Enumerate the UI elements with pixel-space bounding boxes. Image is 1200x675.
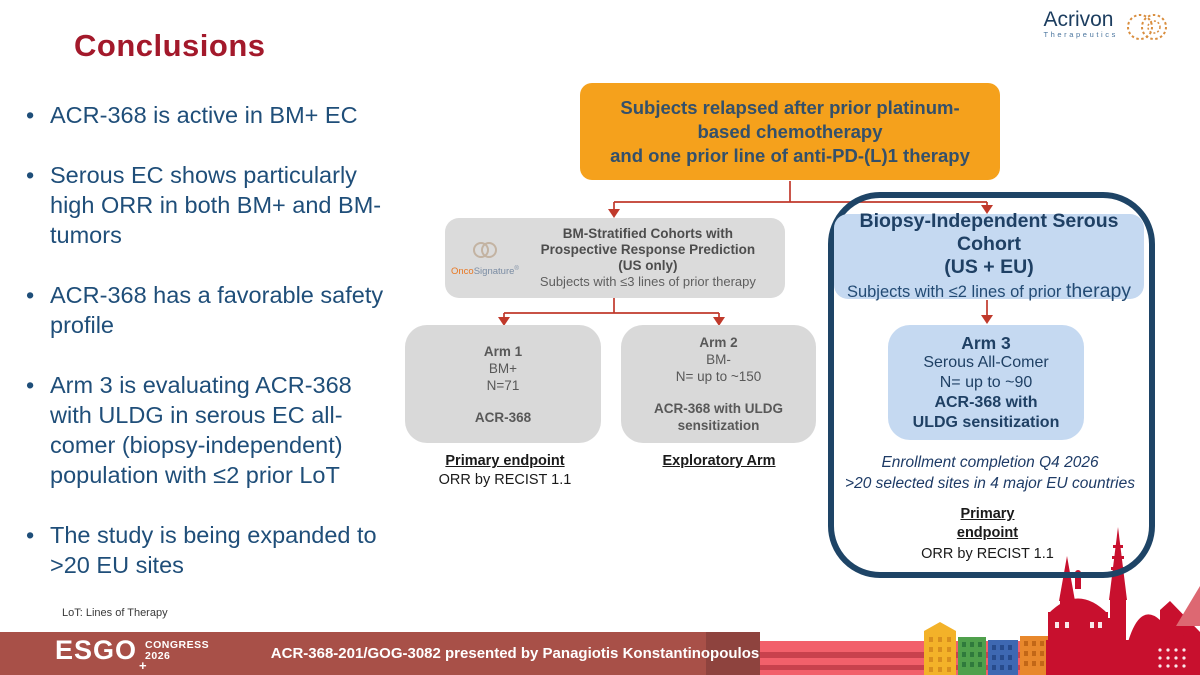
page-title: Conclusions [74, 28, 266, 63]
arm3-note-1: Enrollment completion Q4 2026 [881, 454, 1099, 471]
acrivon-logo-name: Acrivon [1043, 8, 1114, 31]
arm3-n: N= up to ~90 [939, 373, 1033, 391]
footnote: LoT: Lines of Therapy [62, 607, 168, 619]
bm-box-title-1: BM-Stratified Cohorts with [562, 226, 734, 241]
arm3-note-2: >20 selected sites in 4 major EU countri… [845, 475, 1135, 492]
esgo-logo: ESGO + CONGRESS 2026 [55, 635, 210, 674]
acrivon-logo: Acrivon Therapeutics [1043, 8, 1172, 46]
esgo-congress-year: 2026 [145, 650, 171, 662]
bullet-marker: • [26, 162, 35, 188]
bm-stratified-box: OncoSignature® BM-Stratified Cohorts wit… [445, 218, 785, 298]
arm2-box: Arm 2 BM- N= up to ~150 ACR-368 with ULD… [621, 325, 816, 443]
oncosignature-logo-onco: Onco [451, 266, 474, 278]
bullet-text: Arm 3 is evaluating ACR-368 with ULDG in… [50, 372, 352, 488]
acrivon-circles-icon [1127, 14, 1167, 40]
bm-box-title-3: (US only) [618, 258, 678, 273]
arm1-box: Arm 1 BM+ N=71 ACR-368 [405, 325, 601, 443]
serous-box-subtitle: Subjects with ≤2 lines of prior [846, 283, 1067, 301]
presentation-credit: ACR-368-201/GOG-3082 presented by Panagi… [270, 645, 760, 662]
serous-cohort-container [828, 192, 1155, 578]
bullet-item: • Serous EC shows particularly high ORR … [26, 160, 394, 250]
esgo-congress-label: CONGRESS [145, 639, 210, 651]
oncosignature-logo-signature: Signature [473, 266, 515, 278]
arm2-population: BM- [706, 352, 731, 367]
registered-mark: ® [514, 265, 519, 272]
footer-banner [0, 632, 760, 675]
bullet-item: • ACR-368 has a favorable safety profile [26, 280, 394, 340]
arm1-drug: ACR-368 [474, 409, 532, 425]
bullet-marker: • [26, 522, 35, 548]
conclusion-bullets: • ACR-368 is active in BM+ EC • Serous E… [26, 100, 394, 610]
arm3-endpoint-value: ORR by RECIST 1.1 [921, 546, 1054, 562]
bm-box-subtitle: Subjects with ≤3 lines of prior therapy [539, 274, 756, 289]
arm3-drug-2: ULDG sensitization [912, 413, 1060, 431]
arm1-endpoint-label: Primary endpoint [445, 453, 565, 469]
esgo-plus-icon: + [139, 658, 147, 673]
arm1-n: N=71 [486, 377, 520, 393]
bullet-text: Serous EC shows particularly high ORR in… [50, 162, 382, 248]
bm-box-title-2: Prospective Response Prediction [540, 242, 756, 257]
arm3-endpoint: Primary endpoint ORR by RECIST 1.1 [900, 505, 1075, 564]
arm1-endpoint-value: ORR by RECIST 1.1 [438, 472, 572, 488]
arm3-name: Arm 3 [961, 332, 1011, 353]
bullet-text: The study is being expanded to >20 EU si… [50, 522, 377, 578]
arm2-drug: ACR-368 with ULDG sensitization [653, 401, 783, 433]
arm3-box: Arm 3 Serous All-Comer N= up to ~90 ACR-… [888, 325, 1084, 440]
arm2-endpoint: Exploratory Arm [625, 452, 813, 471]
bullet-item: • ACR-368 is active in BM+ EC [26, 100, 394, 130]
bullet-text: ACR-368 is active in BM+ EC [50, 102, 358, 128]
serous-box-title-2: (US + EU) [944, 256, 1034, 278]
bullet-text: ACR-368 has a favorable safety profile [50, 282, 384, 338]
serous-box-subtitle-therapy: therapy [1066, 280, 1132, 302]
arm3-drug-1: ACR-368 with [934, 393, 1038, 411]
arm3-population: Serous All-Comer [923, 353, 1049, 371]
oncosignature-circles-icon [472, 241, 497, 258]
bullet-item: • Arm 3 is evaluating ACR-368 with ULDG … [26, 370, 394, 490]
acrivon-logo-sub: Therapeutics [1043, 30, 1118, 39]
eligibility-line1: Subjects relapsed after prior platinum-b… [620, 96, 960, 142]
bullet-marker: • [26, 372, 35, 398]
bullet-marker: • [26, 102, 35, 128]
arm3-enrollment-notes: Enrollment completion Q4 2026 >20 select… [845, 452, 1135, 494]
arm2-endpoint-label: Exploratory Arm [662, 453, 776, 469]
arm1-endpoint: Primary endpoint ORR by RECIST 1.1 [415, 452, 595, 490]
serous-cohort-box: Biopsy-Independent Serous Cohort (US + E… [834, 210, 1144, 302]
arm1-population: BM+ [488, 360, 518, 376]
arm3-endpoint-label-1: Primary [960, 506, 1015, 522]
serous-box-title-1: Biopsy-Independent Serous Cohort [859, 210, 1119, 255]
bullet-item: • The study is being expanded to >20 EU … [26, 520, 394, 580]
eligibility-box: Subjects relapsed after prior platinum-b… [580, 83, 1000, 180]
arm3-endpoint-label-2: endpoint [956, 525, 1019, 541]
eligibility-line2: and one prior line of anti-PD-(L)1 thera… [610, 144, 970, 166]
esgo-logo-text: ESGO [55, 635, 138, 665]
arm1-name: Arm 1 [483, 343, 523, 359]
bullet-marker: • [26, 282, 35, 308]
arm2-n: N= up to ~150 [675, 369, 762, 384]
footer-banner-end-block [706, 632, 760, 675]
arm2-name: Arm 2 [699, 335, 738, 350]
oncosignature-logo: OncoSignature® [451, 240, 519, 276]
